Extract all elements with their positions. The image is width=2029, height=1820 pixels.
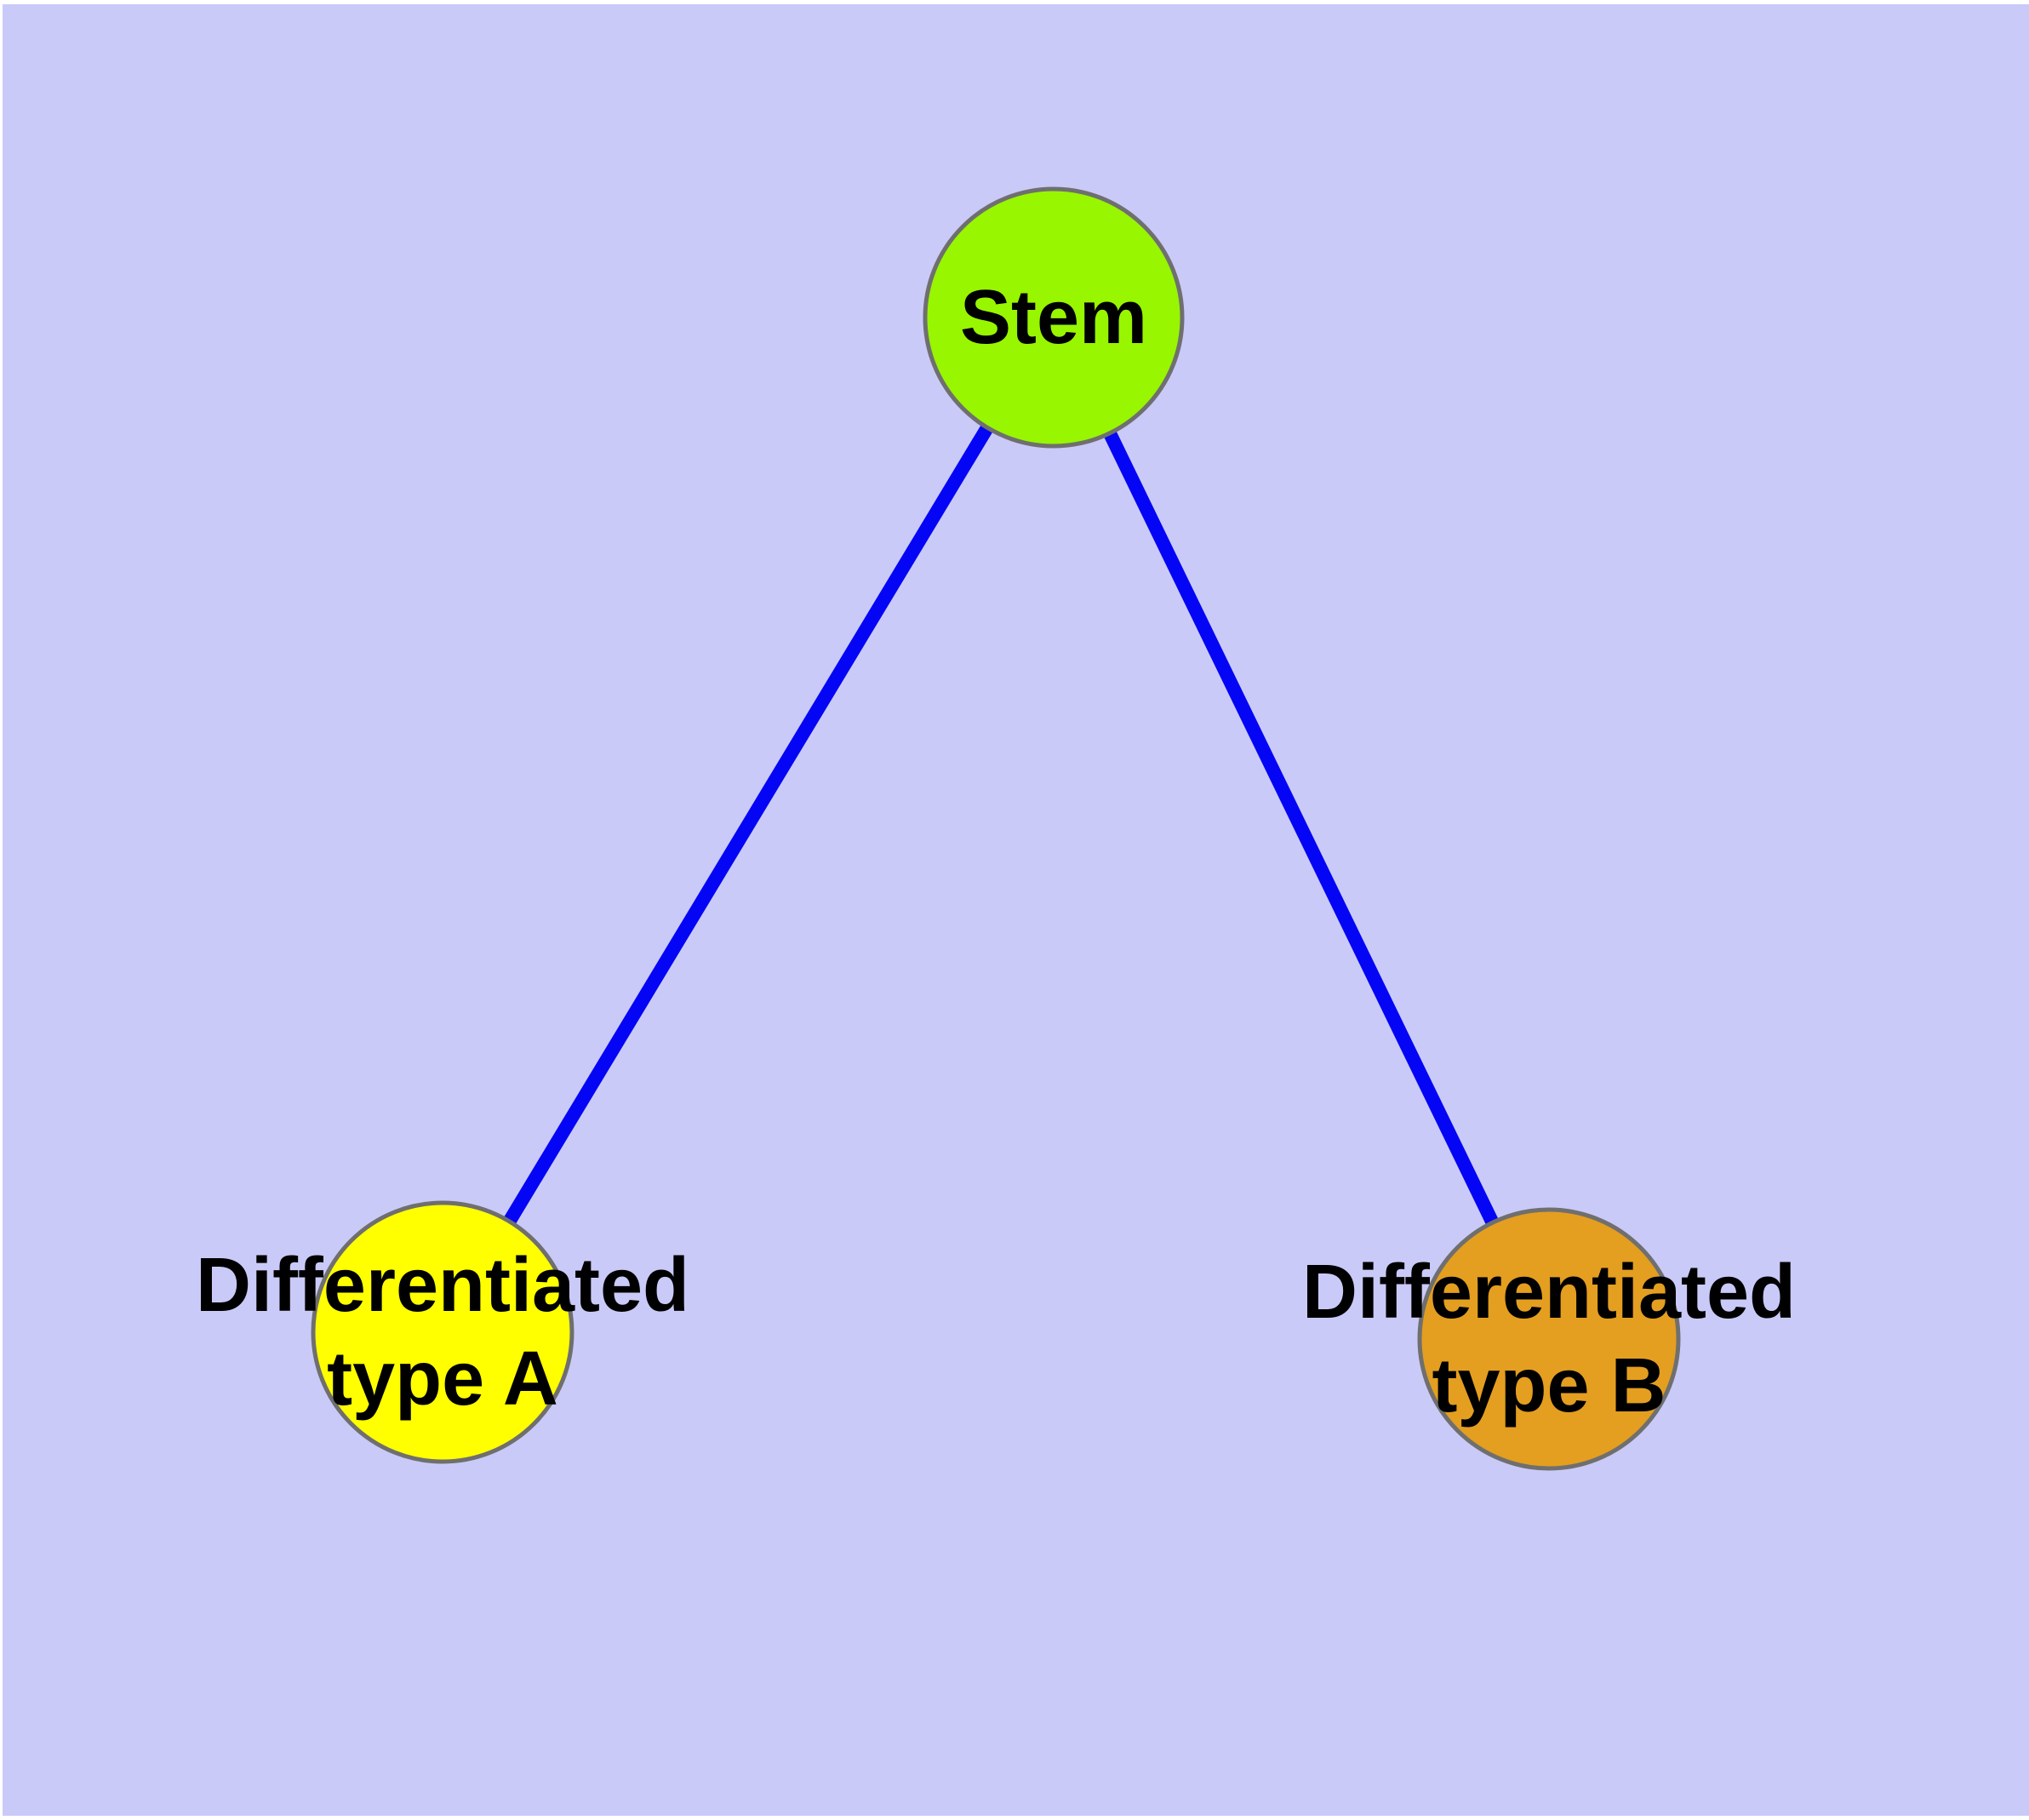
edge-stem-diff-a	[437, 313, 1060, 1336]
node-stem: Stem	[923, 186, 1185, 449]
edge-stem-diff-b	[1047, 314, 1556, 1342]
diff-a-node-circle	[311, 1200, 574, 1464]
edges-layer	[437, 313, 1556, 1342]
stem-node-label: Stem	[960, 275, 1147, 360]
diff-b-node-circle	[1417, 1207, 1681, 1471]
stem-node-circle	[923, 186, 1185, 449]
